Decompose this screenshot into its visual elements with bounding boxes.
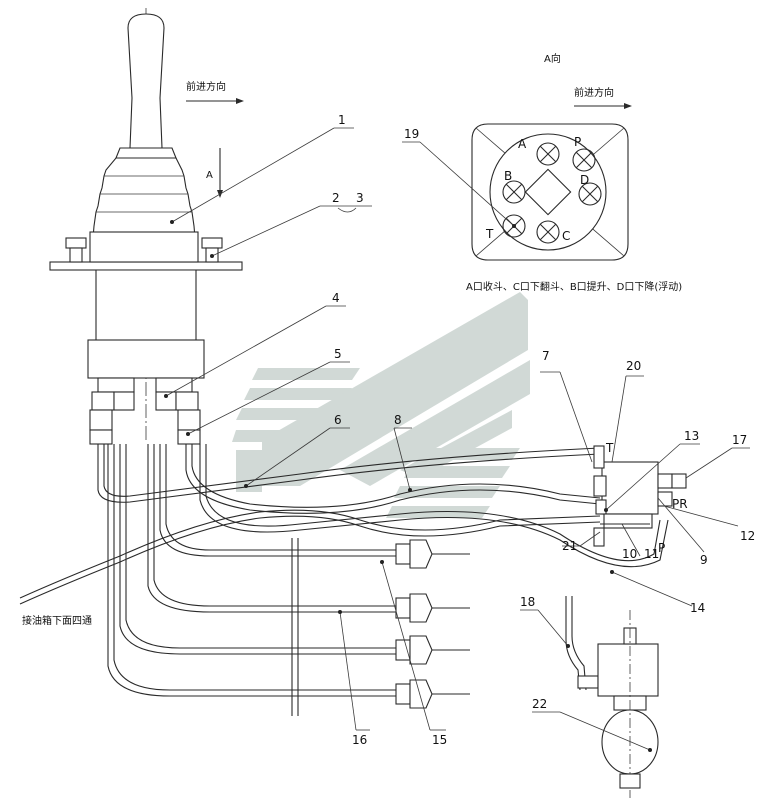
callout-6: 6 [244,413,350,488]
joystick-assembly [49,8,243,445]
bolt-left [65,237,87,249]
svg-text:6: 6 [334,413,342,427]
svg-text:9: 9 [700,553,708,567]
svg-text:5: 5 [334,347,342,361]
joystick-neck [115,147,177,159]
callout-18: 18 [520,595,570,648]
svg-text:10: 10 [622,547,637,561]
boot-base [89,231,199,263]
svg-text:8: 8 [394,413,402,427]
svg-text:3: 3 [356,191,364,205]
mounting-plate [49,261,243,271]
callout-8: 8 [393,413,412,492]
joystick-handle [127,13,165,149]
port-label-b: B [504,169,512,183]
svg-text:11: 11 [644,547,659,561]
callout-16: 16 [338,610,370,747]
callout-22: 22 [532,697,652,752]
svg-text:17: 17 [732,433,747,447]
port-label-d: D [580,173,589,187]
callout-9: 9 [657,497,708,567]
view-a-diagram: A向 前进方向 A P B D T C A口收斗、C口下翻斗、B口提升、D口下降… [466,52,682,293]
callout-19: 19 [402,127,516,228]
callout-14: 14 [610,570,705,615]
callout-17: 17 [685,433,750,479]
port-label-a: A [518,137,527,151]
svg-text:14: 14 [690,601,705,615]
watermark-logo [232,292,530,518]
view-a-arrow: A [206,148,223,198]
bolt-right [201,237,223,249]
svg-text:1: 1 [338,113,346,127]
callout-4: 4 [164,291,346,398]
valve-body [95,269,197,341]
callout-5: 5 [186,347,350,436]
tank-note: 接油箱下面四通 [22,614,92,627]
svg-text:15: 15 [432,733,447,747]
svg-text:22: 22 [532,697,547,711]
valve-block: T PR P [593,441,688,555]
svg-text:20: 20 [626,359,641,373]
cylinder-assembly [565,596,659,798]
forward-direction-indicator: 前进方向 [186,80,244,104]
svg-text:12: 12 [740,529,755,543]
svg-text:19: 19 [404,127,419,141]
hose-fittings [395,539,470,709]
forward-direction-label: 前进方向 [186,80,226,93]
callout-10-11: 10 11 [621,523,659,561]
svg-text:16: 16 [352,733,367,747]
svg-text:21: 21 [562,539,577,553]
valve-base-block [87,339,205,379]
view-a-forward-label: 前进方向 [574,86,614,99]
callout-20: 20 [611,359,644,463]
svg-text:13: 13 [684,429,699,443]
valve-port-p: P [658,541,665,555]
valve-port-t: T [605,441,614,455]
valve-port-pr: PR [672,497,688,511]
callout-7: 7 [540,349,593,463]
hose-bundle [19,444,669,716]
svg-text:7: 7 [542,349,550,363]
view-arrow-label: A [206,170,213,181]
port-label-p: P [574,135,581,149]
callout-15: 15 [380,560,447,747]
svg-text:18: 18 [520,595,535,609]
svg-text:4: 4 [332,291,340,305]
svg-text:2: 2 [332,191,340,205]
port-label-t: T [485,227,494,241]
callout-12: 12 [663,505,755,543]
view-a-title: A向 [544,52,561,65]
callout-1: 1 [170,113,354,224]
port-legend: A口收斗、C口下翻斗、B口提升、D口下降(浮动) [466,280,682,293]
callout-21: 21 [562,531,601,553]
callout-13: 13 [604,429,700,512]
port-label-c: C [562,229,570,243]
